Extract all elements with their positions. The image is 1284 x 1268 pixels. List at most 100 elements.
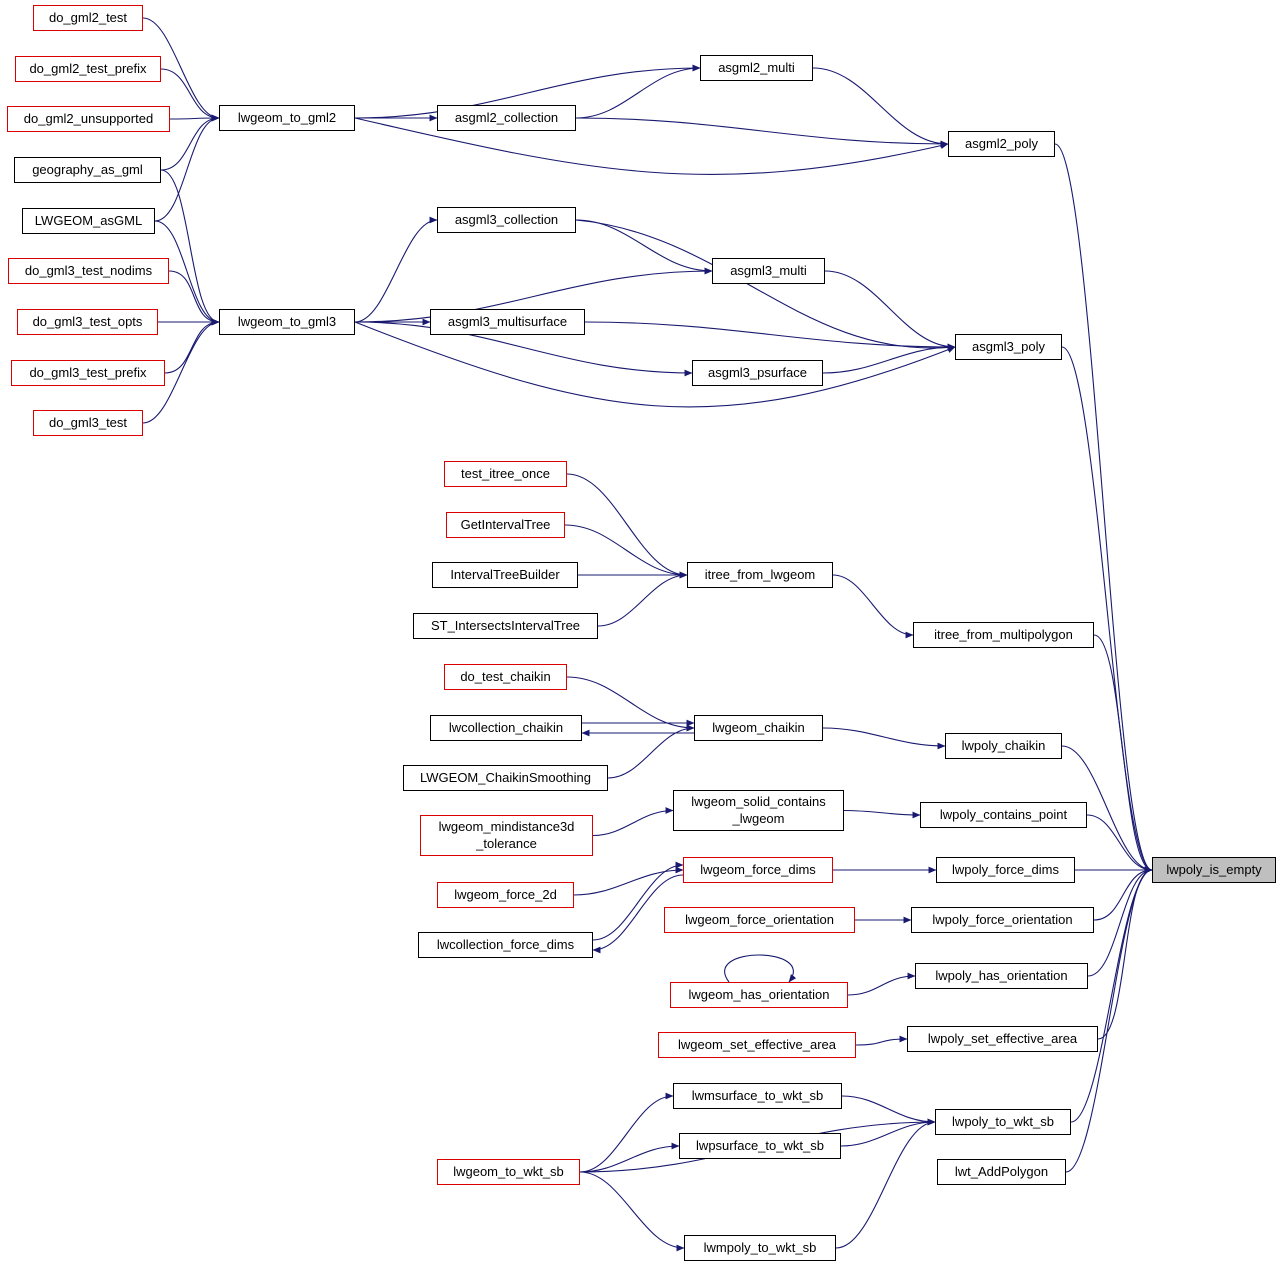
node-asgml3_multisurface[interactable]: asgml3_multisurface bbox=[430, 309, 585, 335]
node-lwt_AddPolygon[interactable]: lwt_AddPolygon bbox=[937, 1159, 1066, 1185]
node-itree_from_multipolygon[interactable]: itree_from_multipolygon bbox=[913, 622, 1094, 648]
node-lwpoly_force_dims[interactable]: lwpoly_force_dims bbox=[936, 857, 1075, 883]
node-lwpsurface_to_wkt_sb[interactable]: lwpsurface_to_wkt_sb bbox=[679, 1133, 841, 1159]
node-do_gml3_test_prefix[interactable]: do_gml3_test_prefix bbox=[11, 360, 165, 386]
edge-asgml2_collection-to-asgml2_poly bbox=[575, 117, 949, 148]
edge-LWGEOM_ChaikinSmoothing-to-lwgeom_chaikin bbox=[607, 724, 695, 779]
node-do_gml3_test_opts[interactable]: do_gml3_test_opts bbox=[17, 309, 158, 335]
node-lwgeom_to_wkt_sb[interactable]: lwgeom_to_wkt_sb bbox=[437, 1159, 580, 1185]
node-do_gml3_test_nodims[interactable]: do_gml3_test_nodims bbox=[8, 258, 169, 284]
node-GetIntervalTree[interactable]: GetIntervalTree bbox=[446, 512, 565, 538]
edge-lwgeom_has_orientation-to-lwgeom_has_orientation bbox=[724, 954, 797, 983]
node-lwpoly_chaikin[interactable]: lwpoly_chaikin bbox=[945, 733, 1062, 759]
node-asgml3_collection[interactable]: asgml3_collection bbox=[437, 207, 576, 233]
node-do_gml2_unsupported[interactable]: do_gml2_unsupported bbox=[7, 106, 170, 132]
edge-lwpoly_chaikin-to-lwpoly_is_empty bbox=[1061, 745, 1153, 874]
edge-lwgeom_chaikin-to-lwpoly_chaikin bbox=[822, 727, 946, 750]
edge-lwmpoly_to_wkt_sb-to-lwpoly_to_wkt_sb bbox=[835, 1118, 936, 1249]
edge-GetIntervalTree-to-itree_from_lwgeom bbox=[564, 524, 688, 579]
edge-lwpsurface_to_wkt_sb-to-lwpoly_to_wkt_sb bbox=[840, 1118, 936, 1147]
edge-lwgeom_force_dims-to-lwcollection_force_dims bbox=[592, 874, 684, 954]
node-lwmsurface_to_wkt_sb[interactable]: lwmsurface_to_wkt_sb bbox=[673, 1083, 842, 1109]
edge-do_gml2_test-to-lwgeom_to_gml2 bbox=[142, 17, 220, 122]
edge-paths-group bbox=[142, 17, 1153, 1252]
edge-geography_as_gml-to-lwgeom_to_gml3 bbox=[160, 169, 220, 326]
node-lwcollection_chaikin[interactable]: lwcollection_chaikin bbox=[430, 715, 582, 741]
node-do_gml3_test[interactable]: do_gml3_test bbox=[33, 410, 143, 436]
edge-do_gml3_test_nodims-to-lwgeom_to_gml3 bbox=[168, 270, 220, 326]
node-lwgeom_to_gml2[interactable]: lwgeom_to_gml2 bbox=[219, 105, 355, 131]
node-lwpoly_to_wkt_sb[interactable]: lwpoly_to_wkt_sb bbox=[935, 1109, 1071, 1135]
node-asgml2_poly[interactable]: asgml2_poly bbox=[948, 131, 1055, 157]
edge-itree_from_lwgeom-to-itree_from_multipolygon bbox=[832, 574, 914, 639]
edge-lwgeom_force_2d-to-lwgeom_force_dims bbox=[573, 866, 684, 896]
node-lwcollection_force_dims[interactable]: lwcollection_force_dims bbox=[418, 932, 593, 958]
edge-test_itree_once-to-itree_from_lwgeom bbox=[566, 473, 688, 579]
node-asgml2_multi[interactable]: asgml2_multi bbox=[700, 55, 813, 81]
edge-lwmsurface_to_wkt_sb-to-lwpoly_to_wkt_sb bbox=[841, 1095, 936, 1126]
node-lwgeom_solid_contains_lwgeom[interactable]: lwgeom_solid_contains _lwgeom bbox=[673, 790, 844, 831]
node-do_test_chaikin[interactable]: do_test_chaikin bbox=[444, 664, 567, 690]
edge-lwgeom_to_gml3-to-asgml3_collection bbox=[354, 216, 438, 323]
node-ST_IntersectsIntervalTree[interactable]: ST_IntersectsIntervalTree bbox=[413, 613, 598, 639]
edge-lwgeom_solid_contains_lwgeom-to-lwpoly_contains_point bbox=[843, 809, 921, 819]
node-asgml3_poly[interactable]: asgml3_poly bbox=[955, 334, 1062, 360]
node-lwgeom_set_effective_area[interactable]: lwgeom_set_effective_area bbox=[658, 1032, 856, 1058]
edge-lwgeom_to_gml3-to-asgml3_multi bbox=[354, 267, 713, 323]
edge-asgml3_collection-to-asgml3_multi bbox=[575, 219, 713, 275]
edge-lwpoly_has_orientation-to-lwpoly_is_empty bbox=[1087, 866, 1153, 977]
node-IntervalTreeBuilder[interactable]: IntervalTreeBuilder bbox=[432, 562, 578, 588]
node-LWGEOM_ChaikinSmoothing[interactable]: LWGEOM_ChaikinSmoothing bbox=[403, 765, 608, 791]
edge-lwgeom_to_gml2-to-asgml2_multi bbox=[354, 64, 701, 119]
node-asgml3_multi[interactable]: asgml3_multi bbox=[712, 258, 825, 284]
node-lwgeom_to_gml3[interactable]: lwgeom_to_gml3 bbox=[219, 309, 355, 335]
node-lwmpoly_to_wkt_sb[interactable]: lwmpoly_to_wkt_sb bbox=[684, 1235, 836, 1261]
edge-asgml2_poly-to-lwpoly_is_empty bbox=[1054, 143, 1153, 874]
edge-asgml3_multisurface-to-asgml3_poly bbox=[584, 321, 956, 351]
node-lwgeom_force_dims[interactable]: lwgeom_force_dims bbox=[683, 857, 833, 883]
edge-do_test_chaikin-to-lwgeom_chaikin bbox=[566, 676, 695, 732]
node-itree_from_lwgeom[interactable]: itree_from_lwgeom bbox=[687, 562, 833, 588]
edge-lwgeom_to_wkt_sb-to-lwmsurface_to_wkt_sb bbox=[579, 1092, 674, 1173]
edge-asgml2_multi-to-asgml2_poly bbox=[812, 67, 949, 148]
edge-asgml3_psurface-to-asgml3_poly bbox=[822, 343, 956, 374]
edge-asgml2_collection-to-asgml2_multi bbox=[575, 64, 701, 119]
edge-lwgeom_to_gml3-to-asgml3_poly bbox=[354, 321, 956, 408]
edge-LWGEOM_asGML-to-lwgeom_to_gml3 bbox=[154, 220, 220, 326]
node-lwpoly_set_effective_area[interactable]: lwpoly_set_effective_area bbox=[907, 1026, 1098, 1052]
node-test_itree_once[interactable]: test_itree_once bbox=[444, 461, 567, 487]
edge-lwt_AddPolygon-to-lwpoly_is_empty bbox=[1065, 866, 1153, 1173]
node-lwgeom_chaikin[interactable]: lwgeom_chaikin bbox=[694, 715, 823, 741]
edge-lwgeom_mindistance3d_tolerance-to-lwgeom_solid_contains_lwgeom bbox=[592, 807, 674, 837]
edge-lwgeom_set_effective_area-to-lwpoly_set_effective_area bbox=[855, 1035, 908, 1046]
edge-do_gml3_test_prefix-to-lwgeom_to_gml3 bbox=[164, 318, 220, 374]
edge-lwgeom_has_orientation-to-lwpoly_has_orientation bbox=[847, 972, 916, 996]
edge-LWGEOM_asGML-to-lwgeom_to_gml2 bbox=[154, 114, 220, 222]
node-lwpoly_force_orientation[interactable]: lwpoly_force_orientation bbox=[911, 907, 1094, 933]
edge-do_gml2_test_prefix-to-lwgeom_to_gml2 bbox=[160, 68, 220, 122]
edge-lwgeom_to_wkt_sb-to-lwpsurface_to_wkt_sb bbox=[579, 1142, 680, 1173]
node-do_gml2_test[interactable]: do_gml2_test bbox=[33, 5, 143, 31]
node-asgml3_psurface[interactable]: asgml3_psurface bbox=[692, 360, 823, 386]
edge-geography_as_gml-to-lwgeom_to_gml2 bbox=[160, 114, 220, 171]
node-lwgeom_force_orientation[interactable]: lwgeom_force_orientation bbox=[664, 907, 855, 933]
edge-ST_IntersectsIntervalTree-to-itree_from_lwgeom bbox=[597, 571, 688, 627]
node-geography_as_gml[interactable]: geography_as_gml bbox=[14, 157, 161, 183]
node-lwgeom_mindistance3d_tolerance[interactable]: lwgeom_mindistance3d _tolerance bbox=[420, 815, 593, 856]
edge-lwpoly_set_effective_area-to-lwpoly_is_empty bbox=[1097, 866, 1153, 1040]
edge-do_gml3_test-to-lwgeom_to_gml3 bbox=[142, 318, 220, 424]
node-lwpoly_contains_point[interactable]: lwpoly_contains_point bbox=[920, 802, 1087, 828]
node-lwgeom_force_2d[interactable]: lwgeom_force_2d bbox=[437, 882, 574, 908]
edge-lwpoly_force_orientation-to-lwpoly_is_empty bbox=[1093, 866, 1153, 921]
node-lwpoly_has_orientation[interactable]: lwpoly_has_orientation bbox=[915, 963, 1088, 989]
node-asgml2_collection[interactable]: asgml2_collection bbox=[437, 105, 576, 131]
edge-asgml3_multi-to-asgml3_poly bbox=[824, 270, 956, 351]
edge-lwgeom_to_wkt_sb-to-lwmpoly_to_wkt_sb bbox=[579, 1171, 685, 1252]
node-LWGEOM_asGML[interactable]: LWGEOM_asGML bbox=[22, 208, 155, 234]
node-do_gml2_test_prefix[interactable]: do_gml2_test_prefix bbox=[15, 56, 161, 82]
edge-asgml3_poly-to-lwpoly_is_empty bbox=[1061, 346, 1153, 874]
node-lwgeom_has_orientation[interactable]: lwgeom_has_orientation bbox=[670, 982, 848, 1008]
edge-lwpoly_contains_point-to-lwpoly_is_empty bbox=[1086, 814, 1153, 874]
